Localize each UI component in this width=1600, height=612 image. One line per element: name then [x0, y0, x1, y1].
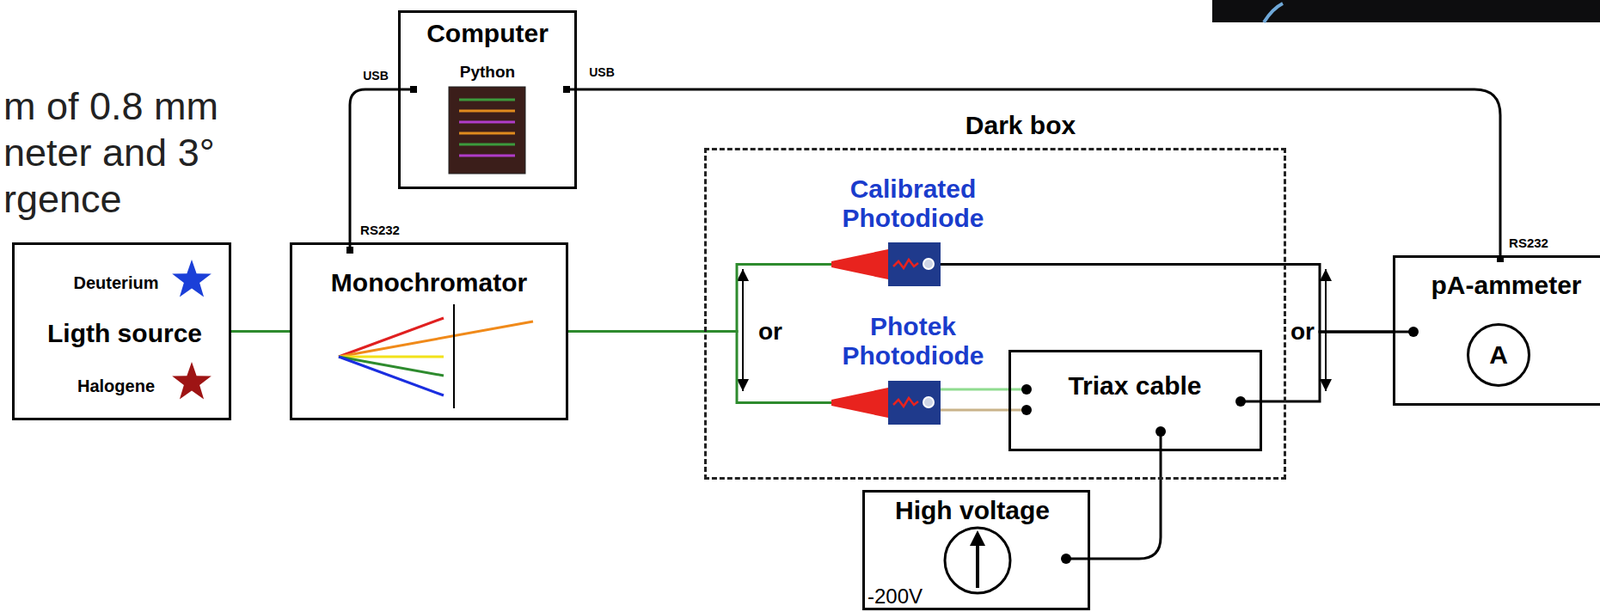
monochromator-box: Monochromator	[289, 242, 569, 421]
photodiode-icon	[831, 380, 941, 425]
graphic-part	[888, 242, 941, 287]
photodiode-icon	[831, 242, 941, 287]
terminal-dot	[1060, 553, 1072, 564]
connector	[940, 264, 1393, 333]
node-label: Calibrated Photodiode	[827, 174, 1000, 234]
graphic-part	[171, 361, 212, 399]
graphic-part	[459, 154, 515, 158]
label-text: m of 0.8 mm	[3, 84, 219, 129]
switch-arrow	[741, 269, 744, 392]
terminal-dot	[1021, 404, 1032, 416]
graphic-part	[459, 132, 515, 135]
connector	[568, 264, 832, 332]
graphic-part	[888, 380, 941, 425]
graphic-part	[969, 530, 986, 546]
node-label: Dark box	[965, 110, 1076, 141]
high-voltage-box: High voltage -200V	[862, 490, 1091, 611]
node-label: -200V	[867, 584, 923, 609]
graphic-part	[338, 318, 444, 357]
terminal-dot	[1235, 396, 1246, 407]
terminal-dot	[1021, 384, 1032, 395]
graphic-part	[893, 259, 919, 269]
port-square	[346, 246, 354, 254]
dispersion-fan	[324, 302, 540, 415]
label-text: neter and 3°	[3, 130, 215, 176]
node-label: Monochromator	[331, 268, 528, 299]
graphic-part	[944, 527, 1011, 594]
label-text: USB	[588, 65, 615, 80]
terminal-dot	[1408, 326, 1419, 338]
label-text: RS232	[360, 222, 400, 238]
terminal-dot	[1155, 426, 1166, 437]
graphic-part	[338, 356, 444, 396]
port-square	[563, 85, 571, 93]
node-label: Triax cable	[1067, 371, 1202, 402]
connector	[568, 331, 832, 404]
label-text: rgence	[3, 177, 123, 222]
node-label: Deuterium	[73, 273, 160, 294]
dark-box: Dark boxCalibrated PhotodiodePhotek Phot…	[704, 147, 1287, 480]
ammeter-box: pA-ammeterA	[1392, 255, 1600, 406]
node-label: Python	[459, 62, 515, 82]
node-label: Computer	[426, 18, 549, 50]
graphic-part	[923, 397, 934, 408]
source-symbol	[939, 522, 1016, 599]
computer-box: ComputerPython	[398, 10, 577, 190]
graphic-part	[448, 86, 526, 174]
graphic-part	[459, 110, 515, 113]
graphic-part	[338, 356, 444, 376]
connector	[940, 409, 1009, 412]
connector	[1262, 331, 1393, 402]
graphic-part	[831, 249, 889, 280]
label-text: USB	[362, 68, 389, 83]
node-label: Ligth source	[47, 318, 203, 350]
meter-symbol: A	[1466, 323, 1531, 387]
connector	[1090, 451, 1161, 559]
photodiode: Photek Photodiode	[821, 309, 1006, 430]
connector	[940, 388, 1009, 392]
photodiode: Calibrated Photodiode	[821, 171, 1006, 289]
connector	[349, 89, 399, 243]
graphic-part	[459, 98, 515, 102]
photo-fragment	[1263, 3, 1283, 23]
graphic-part	[171, 259, 212, 297]
node-label: Photek Photodiode	[827, 312, 1000, 372]
connector	[576, 89, 1501, 256]
graphic-part	[975, 541, 980, 589]
triax-box: Triax cable	[1008, 349, 1263, 452]
node-label: pA-ammeter	[1430, 270, 1582, 301]
graphic-part	[171, 259, 212, 297]
switch-arrow	[1324, 269, 1327, 392]
light-source-box: DeuteriumLigth sourceHalogene	[12, 242, 232, 421]
label-text: or	[758, 318, 783, 346]
photo-fragment	[1212, 0, 1600, 23]
graphic-part	[831, 387, 889, 418]
node-label: Halogene	[77, 376, 155, 397]
label-text: RS232	[1508, 235, 1549, 251]
graphic-part	[171, 361, 212, 399]
graphic-part	[893, 398, 919, 407]
node-label: High voltage	[895, 496, 1050, 527]
graphic-part	[338, 355, 444, 359]
screen-icon	[448, 86, 526, 174]
graphic-part	[459, 143, 515, 147]
connector	[231, 330, 290, 333]
graphic-part	[338, 321, 534, 357]
graphic-part	[453, 304, 455, 409]
graphic-part	[459, 121, 515, 124]
graphic-part	[923, 258, 934, 270]
label-text: or	[1290, 318, 1315, 346]
port-square	[410, 85, 417, 93]
